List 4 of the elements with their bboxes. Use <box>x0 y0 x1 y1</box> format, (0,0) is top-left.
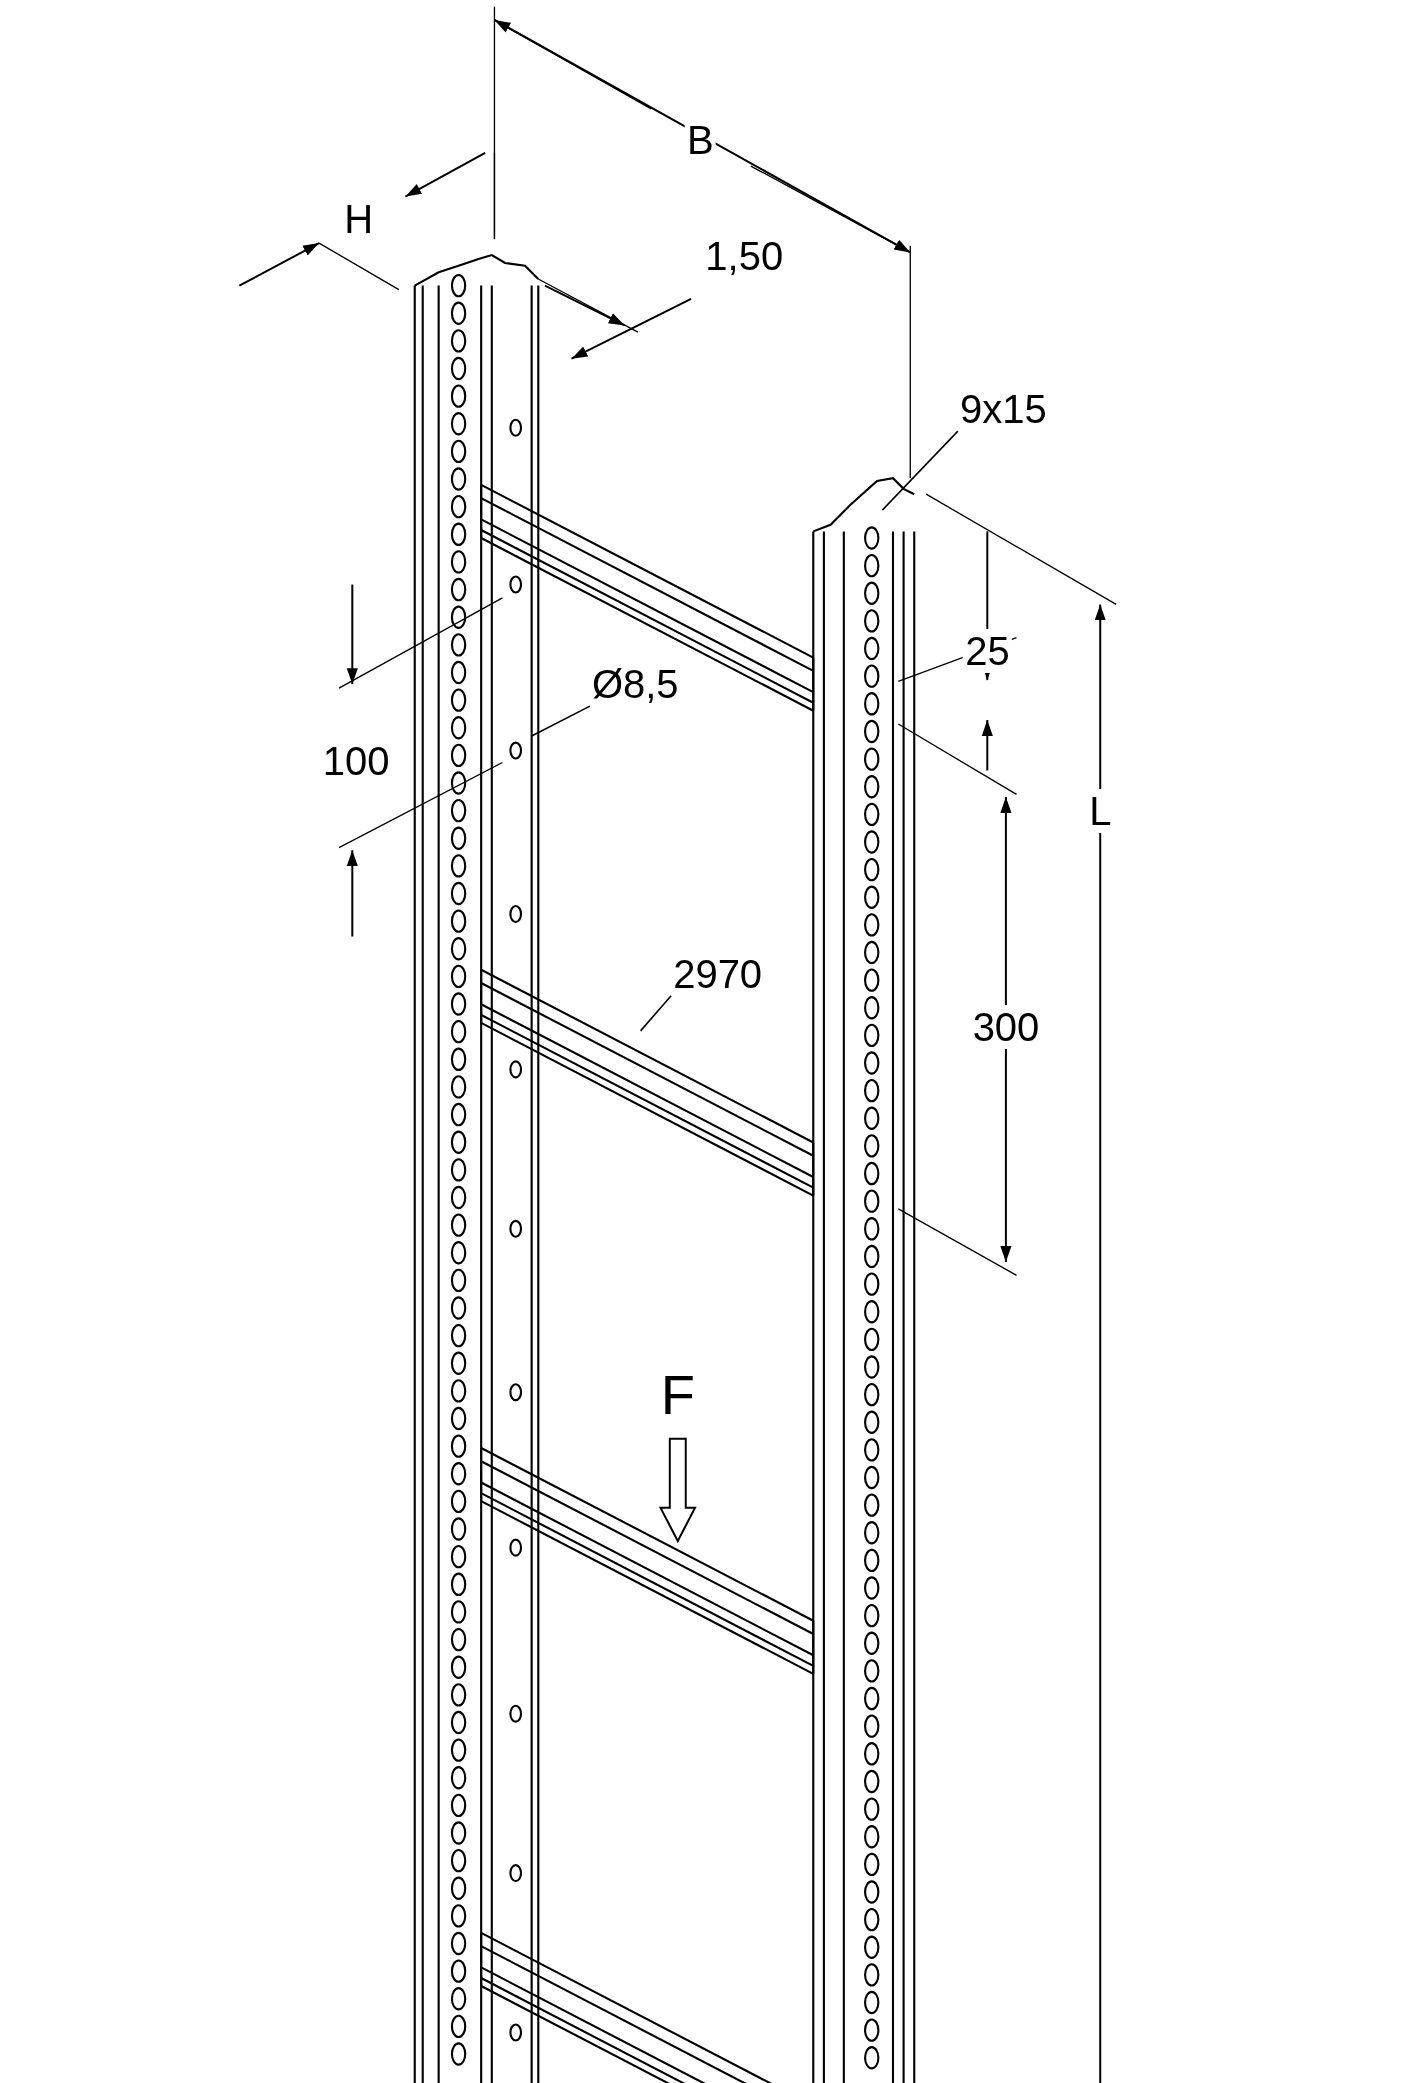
leader-line <box>530 705 591 737</box>
leader-line <box>881 430 959 511</box>
dimension-label: 25 <box>963 629 1012 674</box>
leader-line <box>639 994 672 1032</box>
